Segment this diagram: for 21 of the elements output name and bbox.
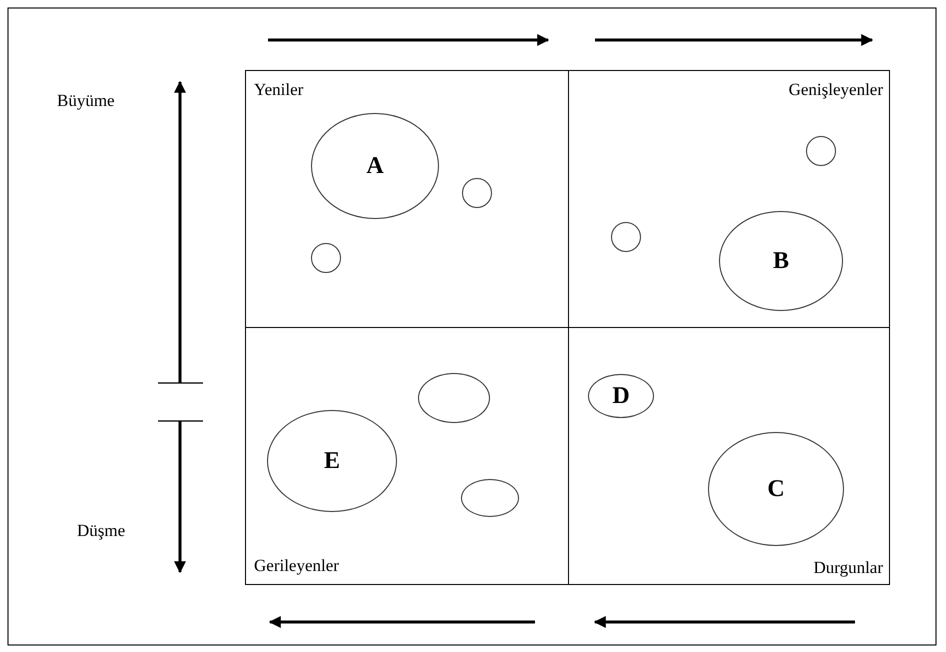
- bubble: [611, 222, 641, 252]
- quadrant-label: Genişleyenler: [788, 81, 883, 98]
- quadrant-box: [245, 70, 569, 328]
- bubble: [461, 479, 519, 517]
- bubble: E: [267, 410, 397, 512]
- bubble: [806, 136, 836, 166]
- bubble: [311, 243, 341, 273]
- bubble: [418, 373, 490, 423]
- bubble: D: [588, 374, 654, 418]
- axis-label: Büyüme: [57, 92, 115, 109]
- quadrant-label: Yeniler: [254, 81, 304, 98]
- bubble: C: [708, 432, 844, 546]
- quadrant-box: [568, 70, 890, 328]
- bubble: [462, 178, 492, 208]
- bubble: B: [719, 211, 843, 311]
- quadrant-box: [568, 327, 890, 585]
- axis-label: Düşme: [77, 522, 126, 539]
- bubble: A: [311, 113, 439, 219]
- quadrant-label: Durgunlar: [813, 559, 883, 576]
- quadrant-box: [245, 327, 569, 585]
- quadrant-label: Gerileyenler: [254, 557, 339, 574]
